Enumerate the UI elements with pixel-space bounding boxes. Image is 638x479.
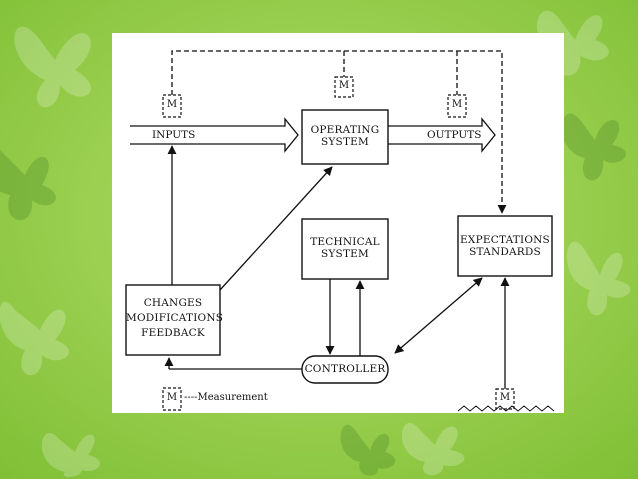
measurement-box bbox=[334, 76, 354, 98]
diagram-panel: M M M M INPUTS OUTPUTS OPERATING SYSTEM … bbox=[112, 33, 564, 413]
measurement-marker-label: M bbox=[338, 80, 350, 91]
technical-system-box bbox=[301, 218, 389, 280]
ground-hatching bbox=[457, 405, 555, 412]
outputs-arrow bbox=[388, 117, 496, 153]
measurement-marker-label: M bbox=[499, 392, 511, 403]
inputs-arrow bbox=[130, 117, 299, 153]
expectations-standards-box bbox=[457, 215, 553, 277]
legend-measurement-text: ----Measurement bbox=[184, 392, 268, 403]
operating-system-box bbox=[301, 109, 389, 165]
controller-expectations-arrow bbox=[394, 277, 483, 354]
legend-measurement-box bbox=[162, 387, 182, 411]
legend-marker-label: M bbox=[166, 392, 178, 403]
butterfly-decoration-icons bbox=[0, 10, 631, 478]
feedback-to-operating-arrow bbox=[219, 166, 333, 291]
technical-system-label: TECHNICAL SYSTEM bbox=[310, 236, 380, 260]
outputs-label: OUTPUTS bbox=[427, 129, 482, 141]
inputs-label: INPUTS bbox=[152, 129, 196, 141]
controller-label: CONTROLLER bbox=[304, 363, 386, 375]
expectations-standards-label: EXPECTATIONS STANDARDS bbox=[460, 234, 550, 258]
measurement-marker-label: M bbox=[166, 99, 178, 110]
operating-system-label: OPERATING SYSTEM bbox=[310, 124, 380, 148]
measurement-loop-dashed-line bbox=[171, 50, 507, 214]
changes-feedback-box bbox=[125, 284, 221, 356]
measurement-box bbox=[162, 94, 182, 118]
control-system-diagram bbox=[125, 50, 555, 412]
measurement-box bbox=[495, 388, 515, 410]
measurement-marker-label: M bbox=[451, 99, 463, 110]
measurement-box bbox=[447, 94, 467, 118]
butterfly-shadow-icons bbox=[0, 113, 626, 476]
changes-feedback-label: CHANGES MODIFICATIONS FEEDBACK bbox=[126, 297, 224, 339]
